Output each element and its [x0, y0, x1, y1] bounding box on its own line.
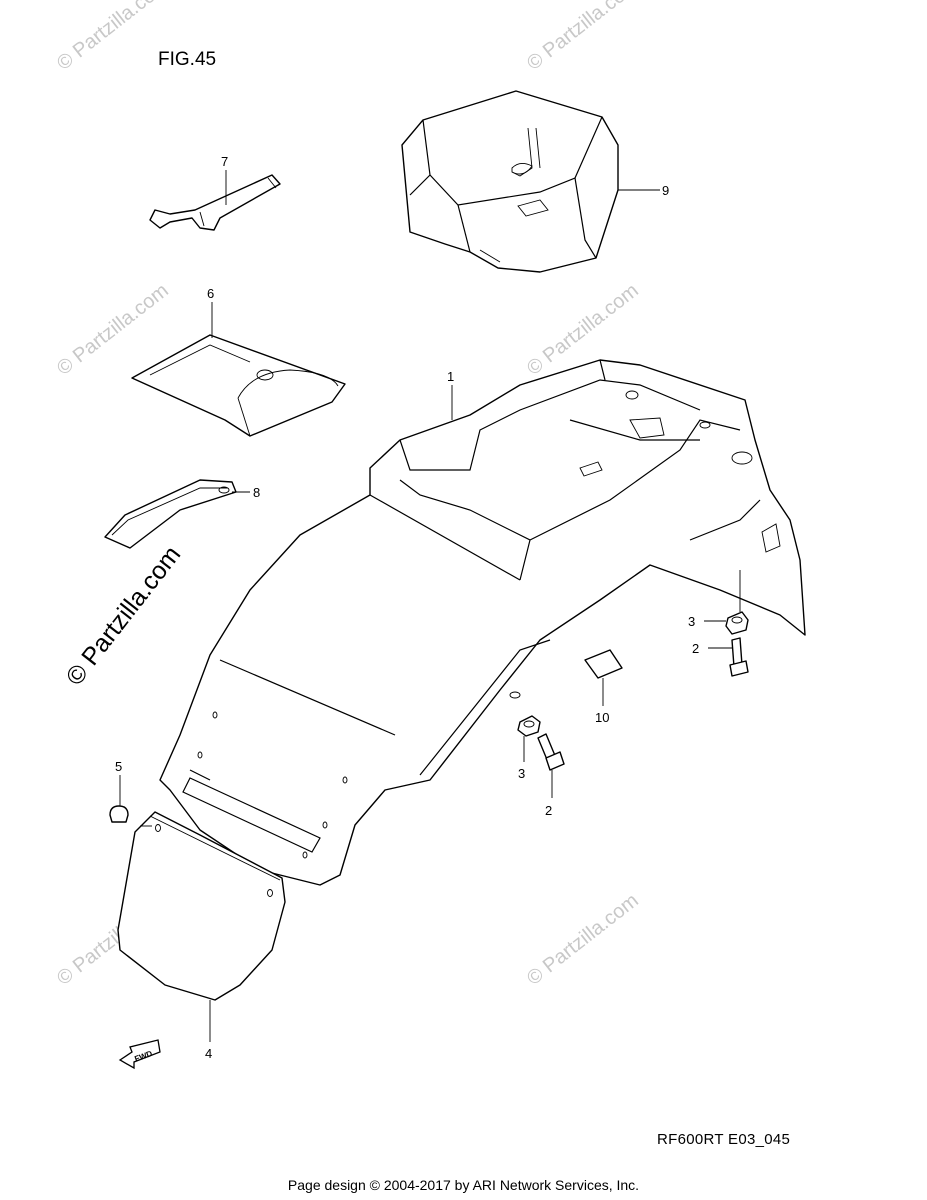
callout-6: 6 [207, 286, 214, 301]
callout-10: 10 [595, 710, 609, 725]
part-6-pouch [131, 334, 346, 437]
callout-7: 7 [221, 154, 228, 169]
part-4-mudflap [117, 811, 286, 1001]
diagram-code: RF600RT E03_045 [657, 1131, 791, 1148]
callout-8: 8 [253, 485, 260, 500]
callout-4: 4 [205, 1046, 212, 1061]
part-7-wrench [149, 174, 281, 231]
callout-3-center: 3 [518, 766, 525, 781]
part-1-rear-fender [159, 359, 806, 886]
part-9-tray [401, 90, 619, 273]
page-footer: Page design © 2004-2017 by ARI Network S… [287, 1177, 640, 1193]
part-8-band [104, 479, 237, 549]
figure-title: FIG.45 [158, 49, 217, 70]
callout-9: 9 [662, 183, 669, 198]
part-10-label [584, 649, 623, 679]
part-5-grommet [109, 805, 129, 823]
callout-2-center: 2 [545, 803, 552, 818]
part-2-bolt-right [729, 637, 749, 677]
callout-3-right: 3 [688, 614, 695, 629]
part-2-bolt-center [537, 733, 565, 771]
fwd-arrow-icon: FWD [118, 1039, 161, 1070]
callout-5: 5 [115, 759, 122, 774]
callout-2-right: 2 [692, 641, 699, 656]
callout-1: 1 [447, 369, 454, 384]
part-3-nut-right [725, 611, 749, 635]
part-3-washer-center [517, 715, 541, 737]
